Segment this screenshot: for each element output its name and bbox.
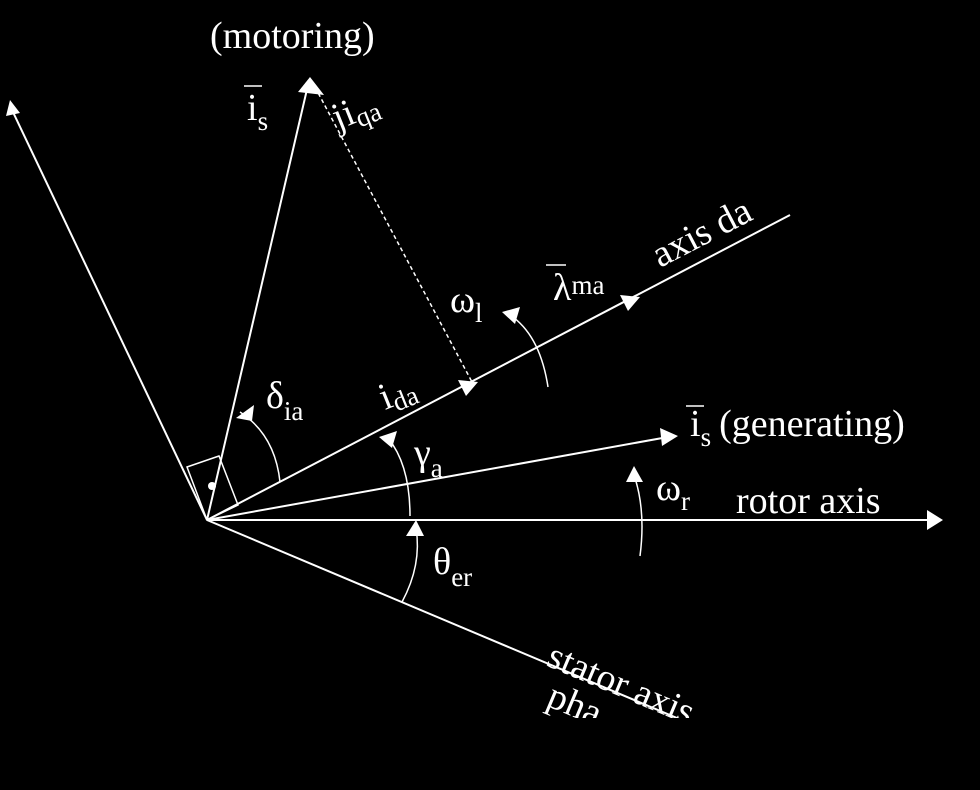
omega-l-arrowhead bbox=[502, 307, 520, 324]
theta-er-arc bbox=[401, 527, 419, 603]
omega-r-label: ωr bbox=[656, 467, 690, 516]
gamma-a-arc bbox=[387, 437, 411, 517]
rotor-axis-label: rotor axis bbox=[736, 480, 881, 522]
is-motoring-subscript: s bbox=[258, 106, 269, 136]
is-motoring-symbol: i bbox=[247, 87, 258, 129]
theta-er-label: θer bbox=[433, 541, 472, 592]
ida-arrowhead bbox=[458, 380, 478, 396]
right-angle-dot bbox=[208, 482, 216, 490]
theta-subscript: er bbox=[451, 562, 472, 592]
lambda-ma-label: λma bbox=[553, 267, 604, 309]
left-axis-line bbox=[11, 109, 208, 521]
left-axis-arrowhead bbox=[6, 100, 20, 116]
stator-axis-line bbox=[206, 519, 680, 718]
is-generating-symbol: i bbox=[690, 403, 701, 445]
theta-er-arrowhead bbox=[406, 520, 424, 536]
gamma-a-label: γa bbox=[413, 432, 443, 483]
gamma-a-arrowhead bbox=[379, 431, 397, 448]
rotor-axis-arrowhead bbox=[927, 510, 943, 530]
delta-ia-arc bbox=[239, 411, 281, 483]
generating-label: (generating) bbox=[719, 403, 905, 445]
axis-da-line bbox=[206, 214, 791, 521]
gamma-subscript: a bbox=[431, 453, 443, 483]
omega-r-arrowhead bbox=[626, 466, 643, 482]
axis-da-label: axis da bbox=[645, 189, 759, 276]
is-motoring-vector bbox=[206, 84, 309, 521]
is-motoring-label: is bbox=[247, 87, 268, 136]
is-generating-label: is(generating) bbox=[690, 403, 905, 452]
omega-r-arc bbox=[633, 474, 643, 557]
jiqa-label: jiqa bbox=[324, 82, 386, 142]
is-generating-arrowhead bbox=[660, 428, 678, 446]
lambda-ma-arrowhead bbox=[620, 295, 640, 311]
delta-symbol: δ bbox=[266, 375, 284, 417]
delta-ia-arrowhead bbox=[236, 405, 254, 421]
lambda-subscript: ma bbox=[571, 270, 604, 300]
right-angle-marker bbox=[186, 455, 239, 522]
omega-l-symbol: ω bbox=[450, 279, 475, 321]
delta-ia-label: δia bbox=[266, 375, 303, 426]
delta-subscript: ia bbox=[284, 396, 304, 426]
is-generating-vector bbox=[206, 436, 669, 521]
motoring-label: (motoring) bbox=[210, 15, 375, 57]
gamma-symbol: γ bbox=[413, 432, 431, 474]
omega-l-label: ωl bbox=[450, 279, 483, 328]
omega-l-subscript: l bbox=[475, 298, 483, 328]
ida-label: ida bbox=[373, 366, 423, 421]
is-motoring-arrowhead bbox=[298, 77, 324, 95]
lambda-symbol: λ bbox=[553, 267, 572, 309]
omega-r-symbol: ω bbox=[656, 467, 681, 509]
theta-symbol: θ bbox=[433, 541, 451, 583]
omega-r-subscript: r bbox=[681, 486, 690, 516]
is-generating-subscript: s bbox=[701, 422, 712, 452]
